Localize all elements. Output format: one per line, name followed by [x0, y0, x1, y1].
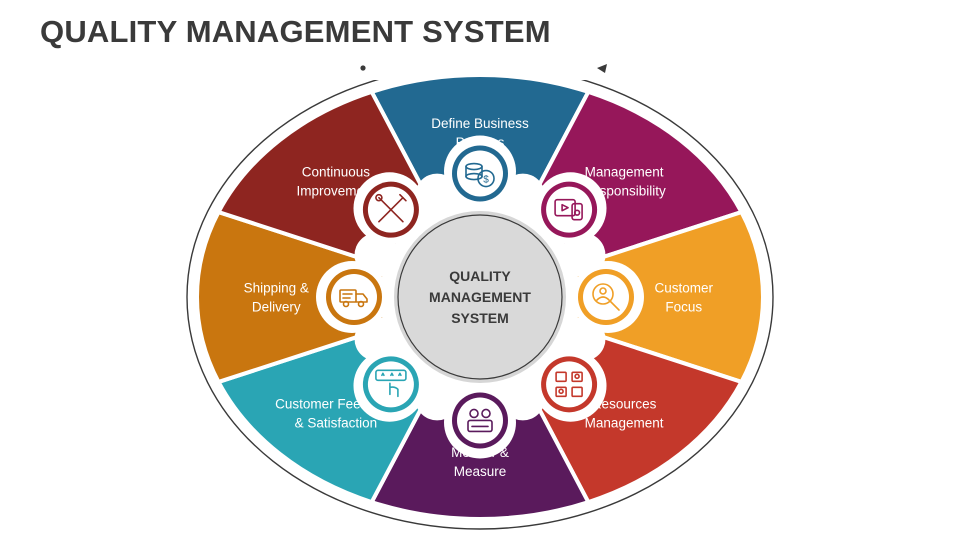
center-disk — [397, 214, 563, 380]
segment-label-line: Delivery — [252, 300, 301, 315]
flower-joint — [354, 317, 399, 362]
page-title: QUALITY MANAGEMENT SYSTEM — [40, 14, 551, 49]
rating-hand-icon — [375, 369, 407, 398]
flower-joint — [500, 173, 545, 218]
monitor-people-icon — [467, 408, 493, 433]
tools-icon — [375, 193, 407, 223]
flower-joint — [500, 376, 545, 421]
center-label: QUALITY MANAGEMENT SYSTEM — [429, 268, 531, 326]
outer-ring — [186, 60, 774, 530]
flower-joint — [354, 232, 399, 277]
icon-bubble-inner — [367, 361, 414, 408]
center-label-line: MANAGEMENT — [429, 289, 531, 305]
segment-label-line: Customer — [655, 281, 714, 296]
flower-joint — [415, 376, 460, 421]
flower-joint — [415, 173, 460, 218]
flower-joint — [561, 232, 606, 277]
icon-bubble-inner — [331, 274, 377, 320]
segment-label-line: Define Business — [431, 116, 529, 131]
segment-label-line: Improvement — [297, 183, 376, 198]
center-circle: QUALITY MANAGEMENT SYSTEM — [394, 211, 566, 383]
segment-label-line: Measure — [454, 464, 507, 479]
center-label-line: QUALITY — [449, 268, 511, 284]
flower-joint — [561, 317, 606, 362]
video-device-icon — [554, 198, 583, 221]
segments: Define BusinessProcessManagementResponsi… — [195, 73, 765, 521]
magnifier-person-icon — [592, 283, 620, 311]
center-label-line: SYSTEM — [451, 310, 509, 326]
truck-icon — [339, 289, 368, 308]
segment-label-line: Management — [585, 416, 664, 431]
icon-bubble-inner — [546, 186, 593, 233]
ring-start-dot — [360, 65, 366, 71]
coins-icon: $ — [465, 162, 495, 188]
segment-label-line: Continuous — [302, 164, 371, 179]
ring-gap — [365, 60, 599, 80]
segment-label-line: Management — [585, 164, 664, 179]
segment-label: Shipping & Delivery — [244, 281, 309, 315]
segment-label-line: Resources — [592, 397, 657, 412]
people-network-icon — [555, 371, 583, 398]
svg-text:$: $ — [483, 175, 489, 186]
segment-label-line: & Satisfaction — [295, 416, 378, 431]
segment-label-line: Shipping & — [244, 281, 309, 296]
ring-arrowhead — [597, 64, 607, 73]
segment-label-line: Focus — [665, 300, 702, 315]
icon-bubble-inner — [546, 361, 593, 408]
